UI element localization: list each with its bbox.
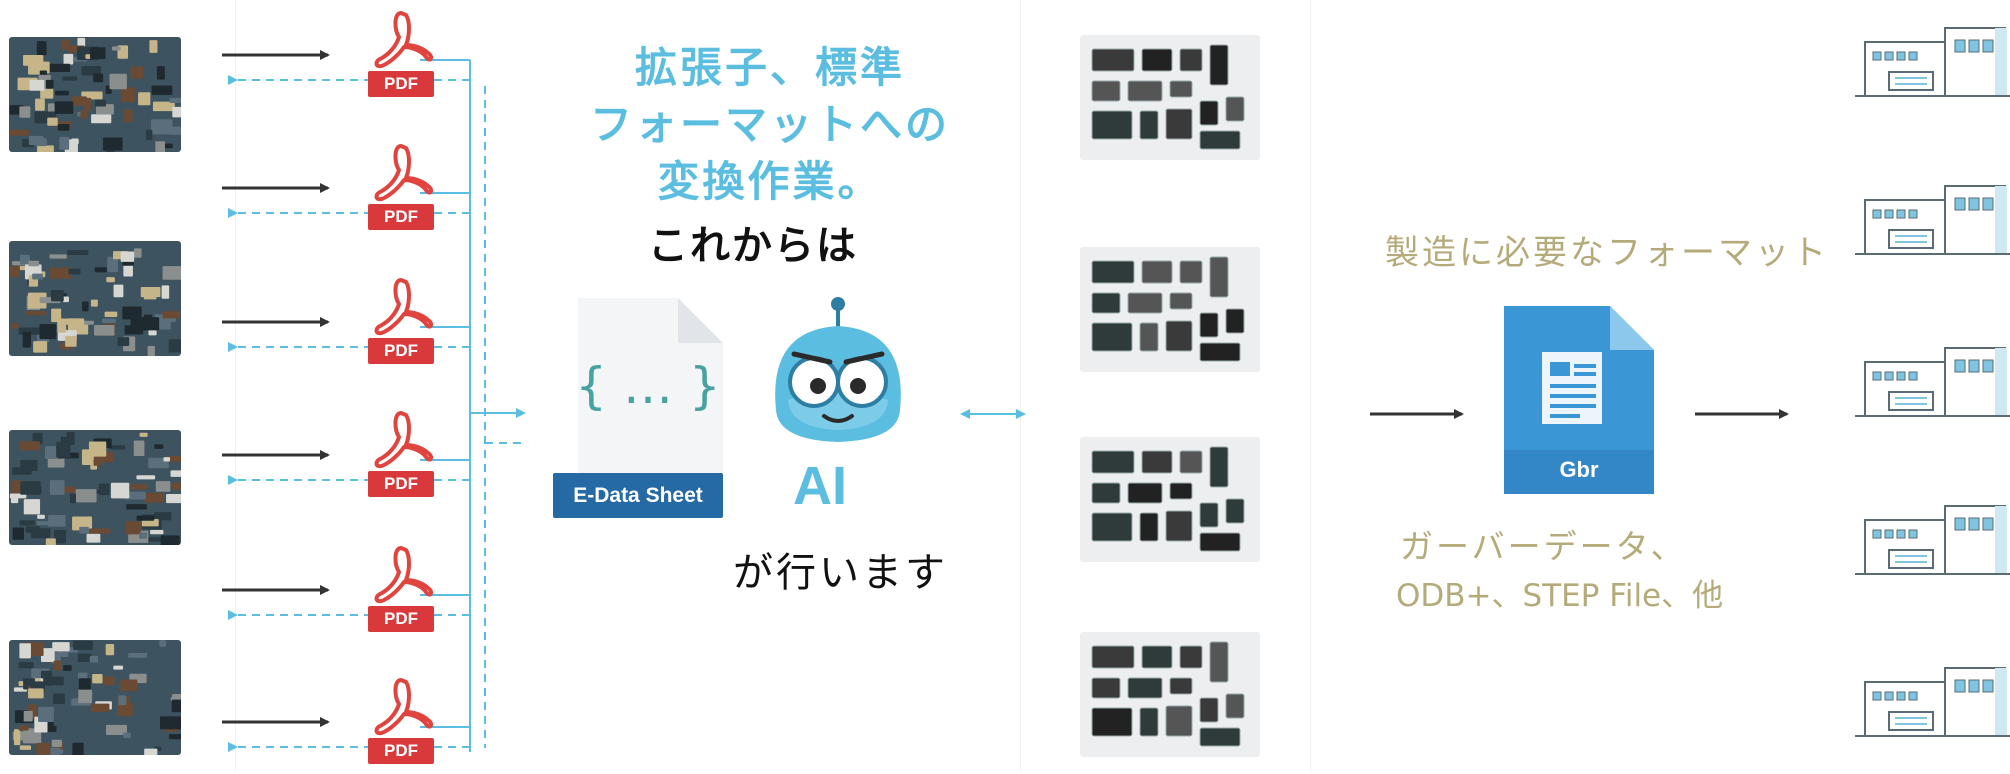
- component-photo: [1080, 35, 1260, 160]
- pdf-icon: PDF: [366, 7, 436, 107]
- section-divider: [235, 0, 236, 771]
- pdf-label: PDF: [368, 606, 434, 632]
- gerber-caption-line-1: ガーバーデータ、: [1400, 527, 1687, 566]
- pdf-icon: PDF: [366, 274, 436, 374]
- pdf-label: PDF: [368, 204, 434, 230]
- ai-caption: が行います: [733, 550, 948, 596]
- heading-line-2: フォーマットへの: [589, 100, 950, 149]
- component-photo: [1080, 247, 1260, 372]
- brace-text: { … }: [575, 357, 720, 415]
- heading-line-1: 拡張子、標準: [634, 43, 905, 92]
- ai-robot-icon: [775, 297, 901, 442]
- pdf-icon: PDF: [366, 407, 436, 507]
- document-icon: { … }: [575, 298, 723, 473]
- manufacturing-format-label: 製造に必要なフォーマット: [1385, 233, 1829, 273]
- component-photo: [1080, 437, 1260, 562]
- factory-icon: [1855, 667, 2010, 737]
- circuit-board-photo: [9, 241, 181, 356]
- factory-icon: [1855, 347, 2010, 417]
- gerber-caption-line-2: ODB+、STEP File、他: [1396, 578, 1724, 614]
- pdf-icon: PDF: [366, 140, 436, 240]
- pdf-icon: PDF: [366, 542, 436, 642]
- circuit-board-photo: [9, 37, 181, 152]
- circuit-board-photo: [9, 430, 181, 545]
- pdf-label: PDF: [368, 338, 434, 364]
- pdf-label: PDF: [368, 738, 434, 764]
- heading-line-4: これからは: [648, 223, 858, 269]
- section-divider: [1020, 0, 1021, 771]
- edata-sheet-icon: { … } E-Data Sheet: [553, 293, 723, 523]
- edata-sheet-label: E-Data Sheet: [553, 473, 723, 518]
- circuit-board-photo: [9, 640, 181, 755]
- ai-label: AI: [793, 456, 847, 516]
- pdf-label: PDF: [368, 71, 434, 97]
- factory-icon: [1855, 505, 2010, 575]
- factory-icon: [1855, 185, 2010, 255]
- factory-icon: [1855, 27, 2010, 97]
- section-divider: [1310, 0, 1311, 771]
- pdf-icon: PDF: [366, 674, 436, 774]
- pdf-label: PDF: [368, 471, 434, 497]
- gerber-icon-label: Gbr: [1559, 457, 1599, 482]
- component-photo: [1080, 632, 1260, 757]
- heading-line-3: 変換作業。: [657, 157, 883, 206]
- gerber-file-icon: [1504, 306, 1654, 494]
